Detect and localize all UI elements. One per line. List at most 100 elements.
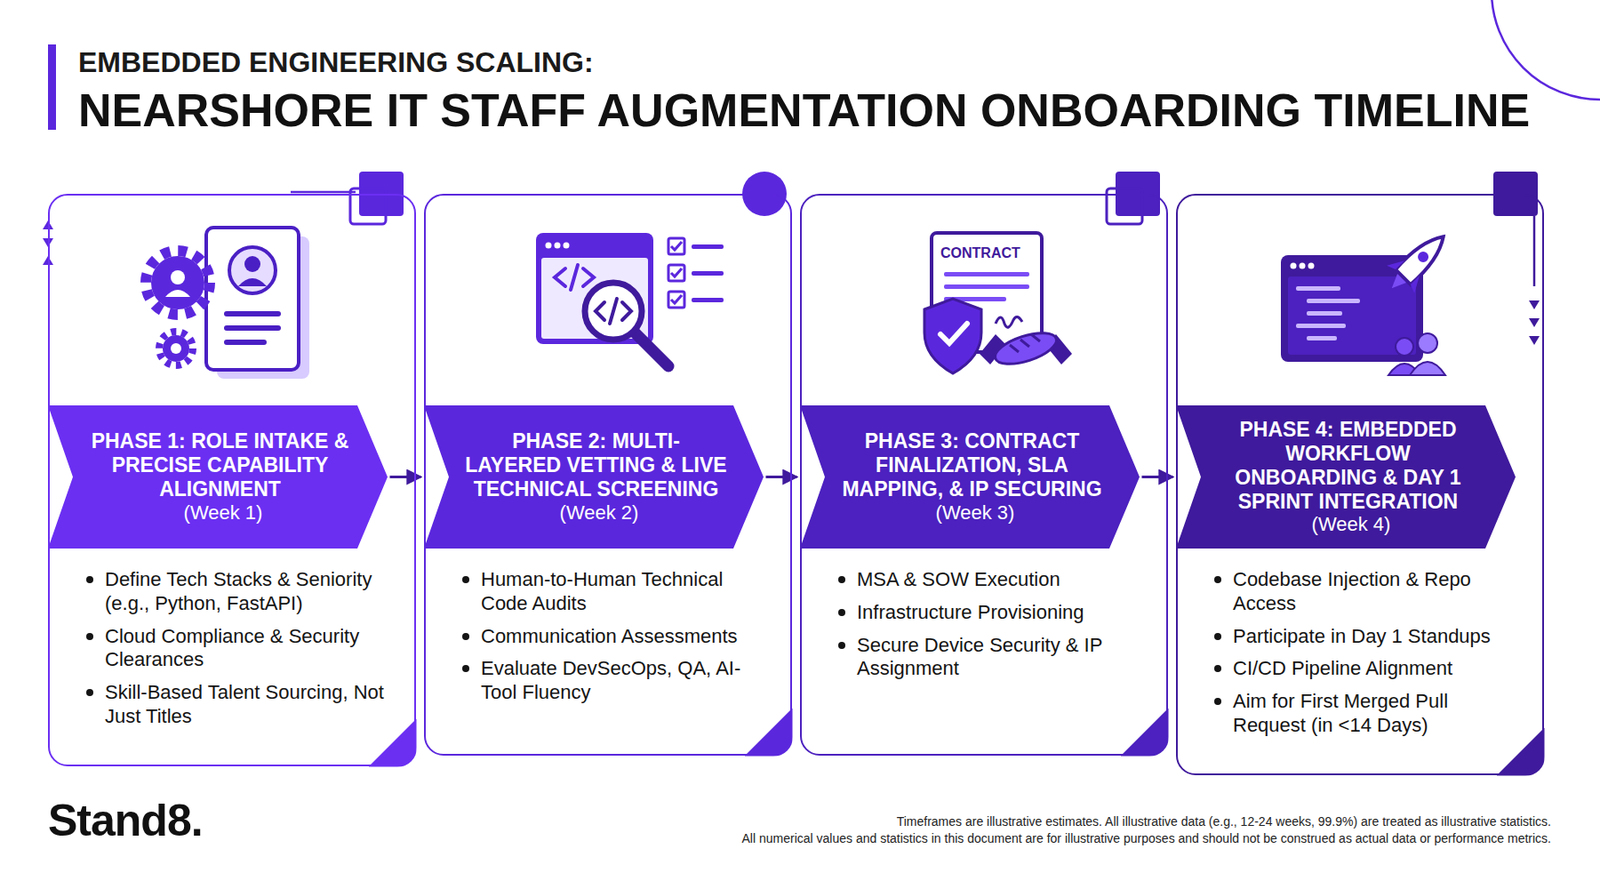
chevron-shape (800, 405, 1140, 549)
bullet-list: Define Tech Stacks & Seniority (e.g., Py… (83, 568, 399, 738)
vetting-icon-part (691, 244, 724, 249)
vetting-icon-part (671, 295, 682, 304)
contract-icon-part (991, 327, 1060, 371)
diagram-title: NEARSHORE IT STAFF AUGMENTATION ONBOARDI… (78, 83, 1530, 137)
vetting-icon-part (545, 242, 552, 249)
phase-week: (Week 3) (847, 501, 1104, 525)
bullet-item: Define Tech Stacks & Seniority (e.g., Py… (83, 568, 399, 616)
intake-icon-part (162, 335, 190, 362)
icon-caption: CONTRACT (940, 245, 1021, 262)
phase-chevron: PHASE 2: MULTI-LAYERED VETTING & LIVE TE… (424, 405, 764, 549)
launch-icon-part (1409, 361, 1446, 376)
phase-week: (Week 1) (95, 501, 352, 525)
vetting-icon-part (668, 238, 685, 255)
bullet-item: Codebase Injection & Repo Access (1211, 568, 1527, 616)
chevron-shape (48, 405, 388, 549)
launch-icon-part-part (1416, 248, 1432, 264)
bullet-list: MSA & SOW ExecutionInfrastructure Provis… (835, 568, 1151, 690)
accent-graphics-part (1528, 300, 1540, 310)
accent-graphics-part (1528, 318, 1540, 328)
intake-icon-part (170, 270, 185, 285)
bullet-item: Human-to-Human Technical Code Audits (459, 568, 775, 616)
launch-icon-part-part (1395, 228, 1452, 285)
phase-week: (Week 2) (471, 501, 728, 525)
chevron-label: PHASE 2: MULTI-LAYERED VETTING & LIVE TE… (424, 405, 764, 549)
vetting-icon-part (691, 271, 724, 276)
intake-icon-part (224, 339, 267, 345)
accent-graphics-part (1533, 216, 1536, 287)
intake-icon-part (165, 289, 191, 297)
bullet-list: Codebase Injection & Repo AccessParticip… (1211, 568, 1527, 747)
phase-heading: PHASE 2: MULTI-LAYERED VETTING & LIVE TE… (464, 429, 728, 502)
launch-icon-part (1306, 298, 1360, 304)
contract-icon-part (995, 316, 1023, 328)
vetting-icon-part (595, 298, 632, 324)
phase-card: MSA & SOW ExecutionInfrastructure Provis… (800, 193, 1168, 756)
chevron-label: PHASE 1: ROLE INTAKE & PRECISE CAPABILIT… (48, 405, 388, 549)
bullet-item: Infrastructure Provisioning (835, 600, 1151, 625)
vetting-icon-part (668, 291, 685, 308)
chevron-fill (1176, 405, 1516, 549)
intake-icon-part (244, 256, 261, 272)
vetting-icon-part (554, 242, 561, 249)
vetting-icon-part (633, 331, 669, 367)
bullet-item: Aim for First Merged Pull Request (in <1… (1211, 689, 1527, 738)
bullet-item: Evaluate DevSecOps, QA, AI-Tool Fluency (459, 656, 775, 705)
launch-icon-part (1377, 223, 1457, 303)
vetting-icon-part (668, 264, 685, 281)
flow-arrow (390, 475, 422, 479)
intake-icon-part (229, 247, 276, 294)
launch-icon-part (1299, 263, 1306, 270)
contract-icon-part (944, 272, 1030, 277)
bullet-item: CI/CD Pipeline Alignment (1211, 656, 1527, 681)
bullet-item: Communication Assessments (459, 624, 775, 649)
phase-heading: PHASE 1: ROLE INTAKE & PRECISE CAPABILIT… (88, 429, 352, 502)
launch-icon-part (1308, 263, 1315, 270)
accent-graphics-part (1528, 336, 1540, 345)
launch-icon-part (1417, 333, 1438, 353)
vetting-icon-part (563, 242, 570, 249)
launch-icon-part (1395, 337, 1414, 356)
phase-chevron: PHASE 4: EMBEDDED WORKFLOW ONBOARDING & … (1176, 405, 1516, 549)
vetting-icon-part (584, 282, 642, 340)
accent-graphics-part (48, 44, 56, 130)
launch-icon-part (1296, 323, 1346, 328)
bullet-list: Human-to-Human Technical Code AuditsComm… (459, 568, 775, 714)
launch-icon-part (1288, 276, 1416, 355)
bullet-item: Secure Device Security & IP Assignment (835, 633, 1151, 682)
bullet-item: Participate in Day 1 Standups (1211, 624, 1527, 649)
flow-arrow (766, 475, 798, 479)
vetting-icon-part (671, 268, 682, 277)
vetting-icon-part (554, 264, 594, 290)
vetting-icon (536, 232, 724, 367)
intake-icon-part (145, 250, 210, 315)
phase-card: Human-to-Human Technical Code AuditsComm… (424, 193, 792, 756)
intake-icon-part (159, 331, 193, 366)
intake-icon-part (224, 325, 281, 331)
phase-heading: PHASE 4: EMBEDDED WORKFLOW ONBOARDING & … (1216, 417, 1480, 514)
vetting-icon-part (691, 297, 724, 303)
kicker-heading: EMBEDDED ENGINEERING SCALING: (78, 46, 594, 80)
phase-chevron: PHASE 3: CONTRACT FINALIZATION, SLA MAPP… (800, 405, 1140, 549)
chevron-label: PHASE 3: CONTRACT FINALIZATION, SLA MAPP… (800, 405, 1140, 549)
chevron-fill (48, 405, 388, 549)
launch-icon-part (1306, 336, 1337, 341)
bullet-item: Cloud Compliance & Security Clearances (83, 624, 399, 673)
vetting-icon-part (536, 232, 654, 344)
launch-icon-part (1296, 286, 1341, 291)
contract-icon-part (924, 298, 982, 374)
launch-icon-part (1290, 263, 1297, 270)
launch-icon-part (1306, 311, 1343, 316)
launch-icon-part-part (1386, 254, 1426, 294)
brand-logo: Stand8. (48, 794, 203, 847)
phase-card: Codebase Injection & Repo AccessParticip… (1176, 193, 1544, 776)
vetting-icon-part (671, 241, 682, 250)
flow-arrow (1142, 475, 1174, 479)
intake-icon-part (206, 227, 299, 370)
launch-icon-part-part (1387, 273, 1407, 293)
vetting-icon-part (541, 257, 648, 339)
accent-graphics-part (290, 191, 356, 194)
chevron-label: PHASE 4: EMBEDDED WORKFLOW ONBOARDING & … (1176, 405, 1516, 549)
phase-week: (Week 4) (1223, 512, 1480, 536)
